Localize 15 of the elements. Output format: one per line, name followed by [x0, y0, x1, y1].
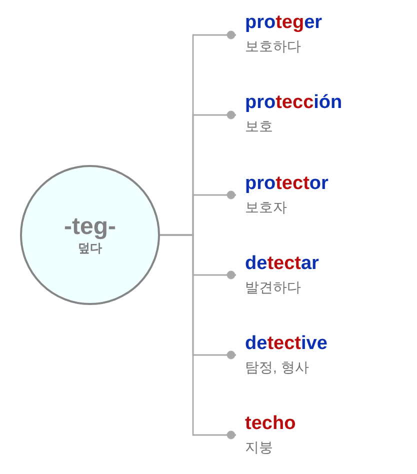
- root-meaning: 덮다: [78, 240, 102, 256]
- spanish-word: detectar: [245, 253, 319, 275]
- spanish-word: detective: [245, 333, 328, 355]
- korean-meaning: 보호: [245, 117, 273, 135]
- korean-meaning: 보호자: [245, 198, 287, 216]
- spanish-word: protección: [245, 92, 342, 114]
- korean-meaning: 탐정, 형사: [245, 358, 309, 376]
- root-word: -teg-: [64, 214, 116, 240]
- korean-meaning: 보호하다: [245, 37, 301, 55]
- spanish-word: protector: [245, 173, 328, 195]
- korean-meaning: 지붕: [245, 438, 273, 456]
- korean-meaning: 발견하다: [245, 278, 301, 296]
- branch-line: [160, 234, 236, 440]
- spanish-word: techo: [245, 413, 296, 435]
- spanish-word: proteger: [245, 12, 322, 34]
